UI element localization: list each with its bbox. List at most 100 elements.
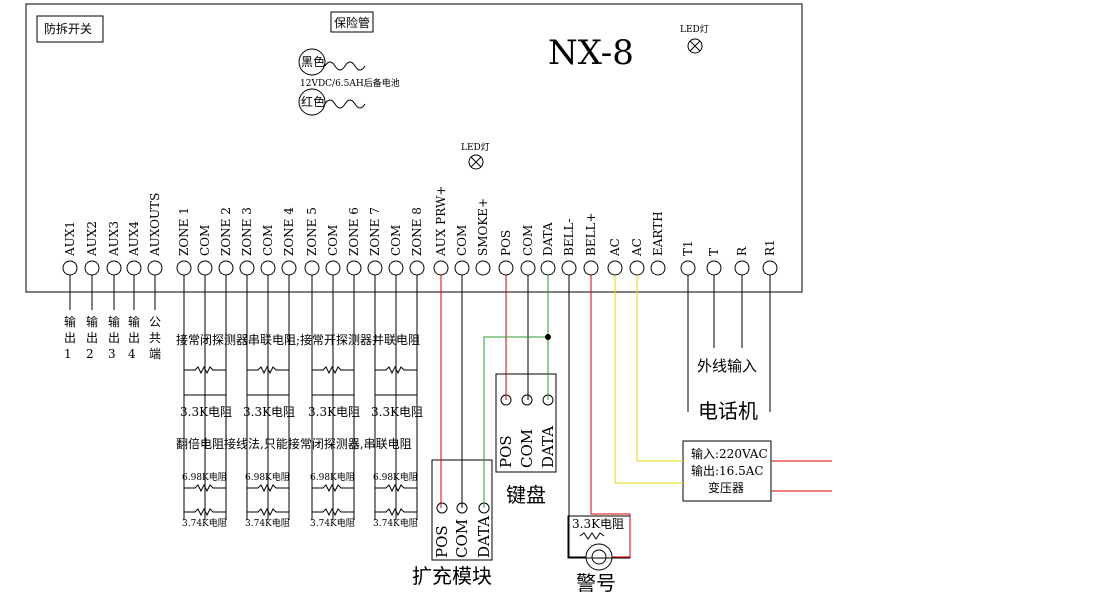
terminal-21-label: COM	[521, 225, 535, 256]
aux-2-char-1: 出	[108, 331, 120, 345]
zone-double-note: 翻倍电阻接线法,只能接常闭探测器,串联电阻	[176, 436, 412, 451]
terminal-3-screw	[126, 260, 142, 276]
wire-ac2-to-transformer	[636, 275, 683, 462]
aux-2-char-2: 3	[108, 347, 116, 361]
terminal-6-screw	[197, 260, 213, 276]
double-resistor-top-1	[247, 483, 289, 493]
double-resistor-bottom-0	[184, 507, 226, 517]
aux-3-char-0: 输	[128, 314, 140, 329]
terminal-10-label: ZONE 4	[282, 207, 296, 256]
terminal-18-label: COM	[455, 225, 469, 256]
terminal-13-label: ZONE 6	[347, 207, 361, 256]
double-resistor-bottom-label-2: 3.74K电阻	[310, 517, 355, 529]
terminal-20-screw	[498, 260, 514, 276]
double-resistor-bottom-label-0: 3.74K电阻	[182, 517, 227, 529]
battery-red-terminal	[298, 88, 326, 116]
double-resistor-bottom-1	[247, 507, 289, 517]
terminal-29-screw	[706, 260, 722, 276]
led-mid-icon	[468, 154, 484, 170]
double-resistor-bottom-3	[375, 507, 417, 517]
normal-resistor-label-2: 3.3K电阻	[308, 405, 360, 419]
led-label-top: LED灯	[680, 24, 709, 35]
aux-4-char-2: 端	[149, 347, 161, 361]
led-top-icon	[687, 38, 703, 54]
normal-resistor-0	[184, 365, 226, 375]
terminal-15-screw	[388, 260, 404, 276]
battery-black-lead	[324, 61, 366, 71]
terminal-28-screw	[680, 260, 696, 276]
terminal-23-screw	[561, 260, 577, 276]
normal-resistor-1	[247, 365, 289, 375]
terminal-13-screw	[346, 260, 362, 276]
transformer-box	[682, 440, 772, 502]
transformer-output: 输出:16.5AC	[691, 463, 764, 478]
terminal-17-screw	[433, 260, 449, 276]
keypad-pin-label-2: DATA	[539, 426, 557, 468]
fuse-label: 保险管	[334, 15, 370, 30]
expansion-pin-label-2: DATA	[475, 516, 493, 558]
terminal-4-label: AUXOUTS	[148, 193, 162, 257]
terminal-1-screw	[84, 260, 100, 276]
siren-resistor-symbol	[579, 532, 605, 540]
model-title: NX-8	[548, 33, 634, 73]
battery-black-label: 黑色	[301, 55, 325, 69]
terminal-22-screw	[540, 260, 556, 276]
control-panel-board	[25, 3, 803, 293]
terminal-8-screw	[239, 260, 255, 276]
terminal-0-label: AUX1	[63, 221, 77, 257]
tamper-switch-box	[36, 15, 104, 43]
normal-resistor-label-1: 3.3K电阻	[243, 405, 295, 419]
aux-4-char-1: 共	[149, 331, 161, 345]
terminal-19-screw	[475, 260, 491, 276]
siren-label: 警号	[576, 571, 616, 595]
phone-label: 电话机	[698, 399, 758, 423]
battery-spec: 12VDC/6.5AH后备电池	[300, 77, 400, 89]
terminal-26-screw	[629, 260, 645, 276]
terminal-31-label: R1	[763, 239, 777, 256]
terminal-11-screw	[304, 260, 320, 276]
terminal-30-label: R	[735, 246, 749, 256]
terminal-18-screw	[454, 260, 470, 276]
keypad-pin-label-1: COM	[518, 429, 536, 468]
wire-data-to-expansion	[483, 336, 548, 508]
expansion-pin-label-1: COM	[453, 519, 471, 558]
terminal-29-label: T	[707, 248, 721, 256]
terminal-2-label: AUX3	[107, 221, 121, 257]
terminal-4-screw	[147, 260, 163, 276]
terminal-25-label: AC	[608, 238, 622, 257]
terminal-16-screw	[409, 260, 425, 276]
terminal-27-label: EARTH	[651, 211, 665, 256]
terminal-10-screw	[281, 260, 297, 276]
battery-red-lead	[324, 99, 366, 109]
expansion-module-label: 扩充模块	[412, 564, 492, 588]
siren-resistor-label: 3.3K电阻	[572, 517, 624, 531]
terminal-17-label: AUX PRW+	[434, 186, 448, 257]
double-resistor-top-2	[312, 483, 354, 493]
double-resistor-top-3	[375, 483, 417, 493]
terminal-5-screw	[176, 260, 192, 276]
terminal-24-screw	[583, 260, 599, 276]
normal-resistor-label-0: 3.3K电阻	[180, 405, 232, 419]
double-resistor-top-label-0: 6.98K电阻	[182, 471, 227, 483]
siren-speaker-outer	[585, 543, 613, 571]
fuse-box	[330, 11, 374, 33]
terminal-20-label: POS	[499, 230, 513, 256]
transformer-label: 变压器	[708, 480, 744, 495]
terminal-22-label: DATA	[541, 222, 555, 256]
terminal-9-screw	[260, 260, 276, 276]
phone-line-label: 外线输入	[697, 357, 757, 375]
terminal-24-label: BELL+	[584, 212, 598, 256]
terminal-28-label: T1	[681, 240, 695, 256]
aux-1-char-1: 出	[86, 331, 98, 345]
terminal-0-screw	[62, 260, 78, 276]
terminal-26-label: AC	[630, 238, 644, 257]
terminal-25-screw	[607, 260, 623, 276]
terminal-9-label: COM	[261, 225, 275, 256]
terminal-14-screw	[367, 260, 383, 276]
keypad-label: 键盘	[506, 483, 546, 507]
terminal-8-label: ZONE 3	[240, 207, 254, 256]
terminal-27-screw	[650, 260, 666, 276]
